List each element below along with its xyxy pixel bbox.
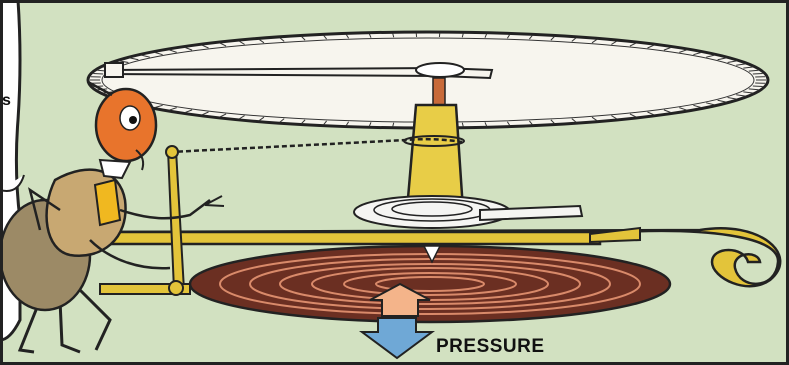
pressure-label: PRESSURE [436,336,545,358]
pillar [407,105,463,210]
dial-tick [753,86,763,87]
dial-tick [753,74,763,75]
bubble-letter: s [2,92,11,109]
dial-tick [93,74,103,75]
needle-counterweight [105,63,123,77]
needle-hub [416,63,464,77]
spindle [433,78,445,106]
